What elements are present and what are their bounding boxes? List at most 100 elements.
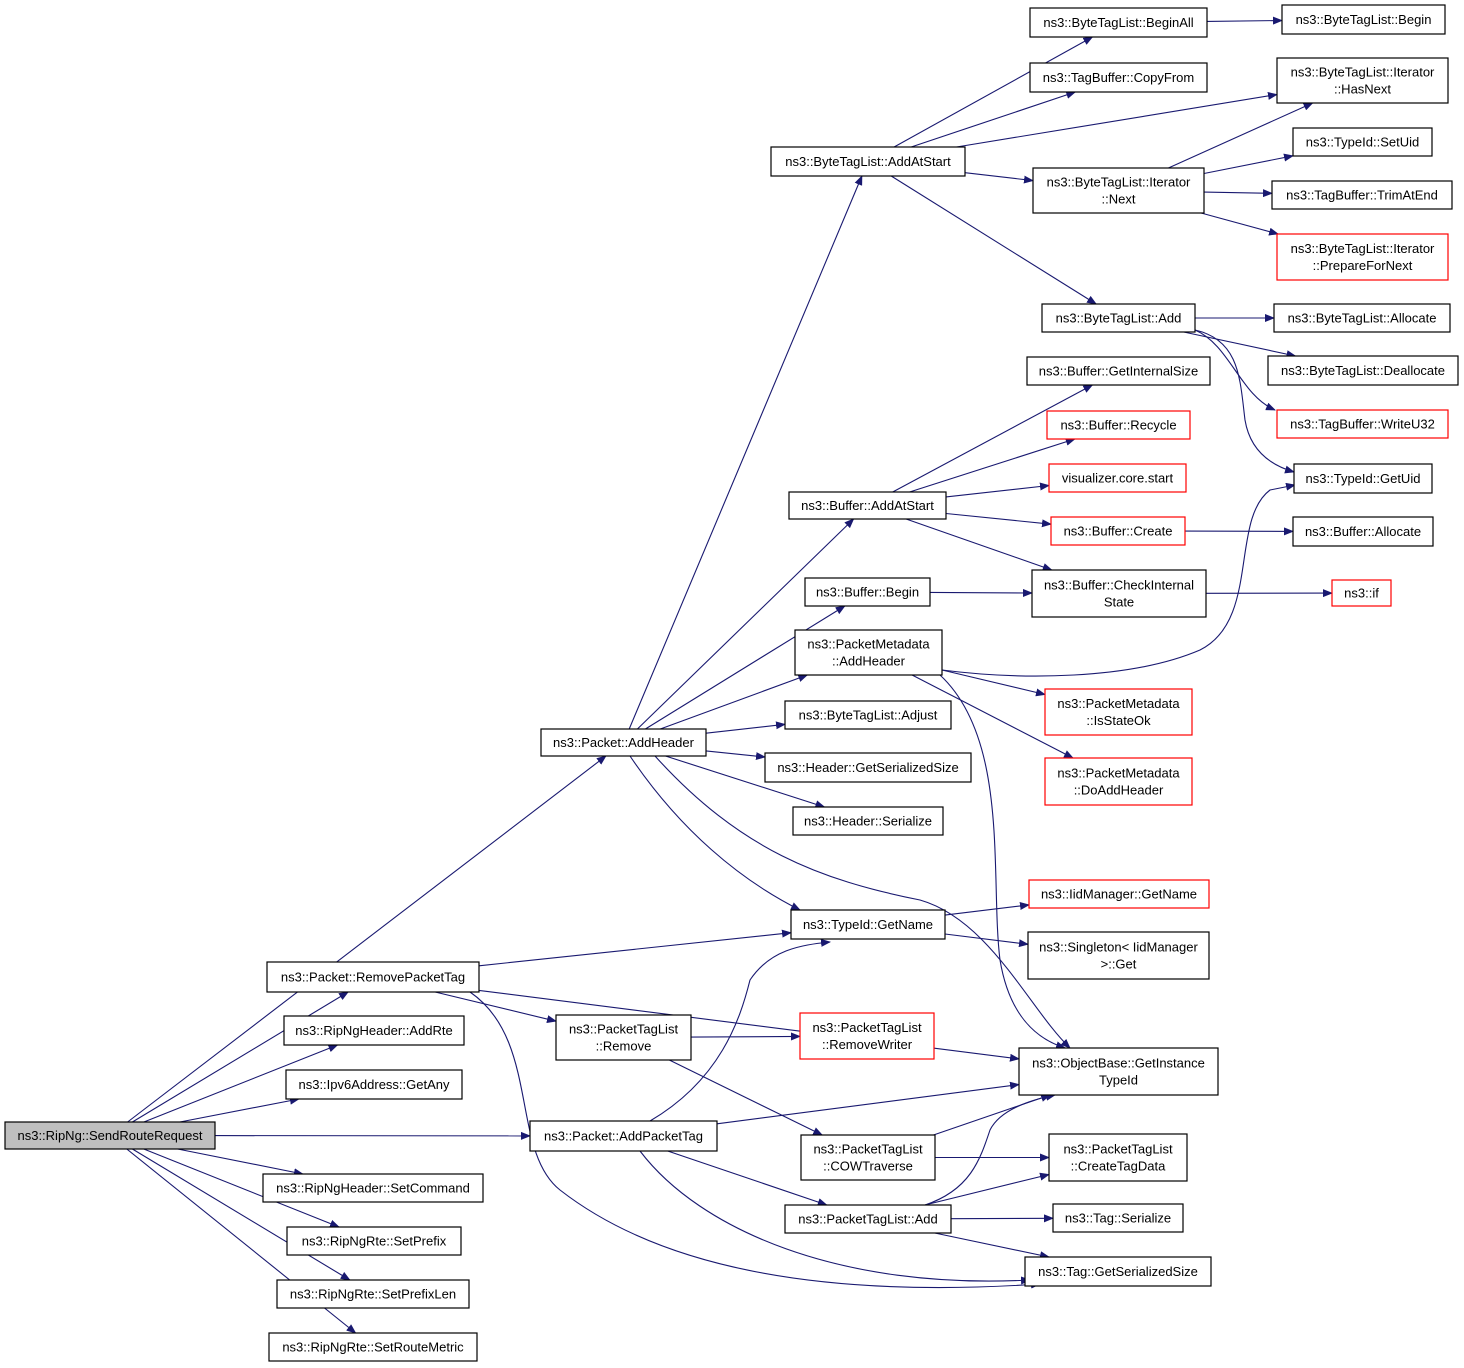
- node-buf-getinternalsize[interactable]: ns3::Buffer::GetInternalSize: [1026, 356, 1211, 386]
- node-tag-getserializedsize[interactable]: ns3::Tag::GetSerializedSize: [1024, 1256, 1212, 1287]
- call-edge: [669, 1059, 824, 1136]
- node-buf-allocate[interactable]: ns3::Buffer::Allocate: [1292, 516, 1434, 547]
- call-edge: [1200, 212, 1280, 236]
- node-box: [266, 961, 480, 993]
- node-typeid-setuid[interactable]: ns3::TypeId::SetUid: [1292, 127, 1433, 157]
- node-ptl-remove[interactable]: ns3::PacketTagList::Remove: [555, 1014, 692, 1061]
- node-box: [764, 752, 972, 783]
- call-edge: [1194, 329, 1295, 474]
- node-box: [1041, 303, 1196, 333]
- call-edge: [645, 605, 846, 730]
- node-ripngheader-setcommand[interactable]: ns3::RipNgHeader::SetCommand: [262, 1173, 484, 1203]
- node-ripngheader-addrte[interactable]: ns3::RipNgHeader::AddRte: [283, 1015, 465, 1046]
- node-tagbuf-writeu32[interactable]: ns3::TagBuffer::WriteU32: [1276, 409, 1449, 439]
- node-ripngrte-setroutemetric[interactable]: ns3::RipNgRte::SetRouteMetric: [268, 1332, 478, 1362]
- node-box: [276, 1279, 470, 1309]
- node-tagbuf-trimatend[interactable]: ns3::TagBuffer::TrimAtEnd: [1271, 180, 1453, 210]
- node-ipv6-getany[interactable]: ns3::Ipv6Address::GetAny: [285, 1069, 463, 1100]
- node-hdr-serialize[interactable]: ns3::Header::Serialize: [792, 806, 944, 836]
- node-box: [286, 1226, 462, 1256]
- node-iidmgr-getname[interactable]: ns3::IidManager::GetName: [1028, 879, 1210, 909]
- node-box: [1044, 757, 1193, 806]
- edge-typeid_getname-to-iidmgr_getname: [944, 902, 1030, 916]
- node-pkt-addheader[interactable]: ns3::Packet::AddHeader: [540, 728, 707, 757]
- node-box: [804, 577, 931, 607]
- node-hdr-getserializedsize[interactable]: ns3::Header::GetSerializedSize: [764, 752, 972, 783]
- node-box: [1331, 579, 1392, 607]
- node-btl-deallocate[interactable]: ns3::ByteTagList::Deallocate: [1267, 355, 1459, 386]
- node-pm-isstateok[interactable]: ns3::PacketMetadata::IsStateOk: [1044, 688, 1193, 736]
- edge-btl_it_next-to-btl_it_preparefornext: [1200, 212, 1280, 236]
- edge-buf_addatstart-to-buf_getinternalsize: [892, 384, 1094, 493]
- node-btl-it-next[interactable]: ns3::ByteTagList::Iterator::Next: [1032, 167, 1205, 214]
- node-box: [555, 1014, 692, 1061]
- node-label: TypeId: [1099, 1073, 1138, 1088]
- node-pkt-addpackettag[interactable]: ns3::Packet::AddPacketTag: [529, 1120, 718, 1152]
- node-ptl-createtagdata[interactable]: ns3::PacketTagList::CreateTagData: [1048, 1133, 1188, 1182]
- node-ptl-add[interactable]: ns3::PacketTagList::Add: [784, 1204, 952, 1234]
- node-box: [1276, 57, 1449, 104]
- edge-buf_addatstart-to-buf_checkinternalstate: [905, 518, 1053, 571]
- node-box: [283, 1015, 465, 1046]
- node-buf-addatstart[interactable]: ns3::Buffer::AddAtStart: [788, 491, 947, 520]
- node-label: ns3::Buffer::GetInternalSize: [1039, 364, 1198, 379]
- node-pm-doaddheader[interactable]: ns3::PacketMetadata::DoAddHeader: [1044, 757, 1193, 806]
- node-label: ns3::Buffer::Begin: [816, 585, 919, 600]
- node-box: [1050, 516, 1186, 546]
- edge-root-to-ipv6_getany: [179, 1096, 300, 1123]
- node-btl-add[interactable]: ns3::ByteTagList::Add: [1041, 303, 1196, 333]
- call-edge: [890, 175, 1097, 305]
- node-btl-it-preparefornext[interactable]: ns3::ByteTagList::Iterator::PrepareForNe…: [1276, 233, 1449, 281]
- node-typeid-getname[interactable]: ns3::TypeId::GetName: [790, 909, 946, 940]
- node-label: ns3::Buffer::Allocate: [1305, 524, 1421, 539]
- node-singleton-get[interactable]: ns3::Singleton< IidManager>::Get: [1027, 931, 1210, 980]
- node-ptl-cowtraverse[interactable]: ns3::PacketTagList::COWTraverse: [800, 1134, 936, 1181]
- edge-btl_add-to-btl_deallocate: [1183, 331, 1297, 359]
- call-edge: [127, 755, 607, 1123]
- edge-btl_beginall-to-btl_begin: [1206, 16, 1283, 25]
- node-ns3-if[interactable]: ns3::if: [1331, 579, 1392, 607]
- node-buf-begin[interactable]: ns3::Buffer::Begin: [804, 577, 931, 607]
- node-buf-create[interactable]: ns3::Buffer::Create: [1050, 516, 1186, 546]
- node-vis-core-start[interactable]: visualizer.core.start: [1048, 463, 1187, 493]
- edge-buf_addatstart-to-vis_core_start: [945, 482, 1050, 498]
- node-label: ns3::Header::GetSerializedSize: [777, 760, 958, 775]
- node-btl-begin[interactable]: ns3::ByteTagList::Begin: [1281, 4, 1446, 35]
- node-label: ns3::ByteTagList::Adjust: [799, 708, 938, 723]
- edge-btl_add-to-typeid_getuid: [1194, 329, 1295, 474]
- edge-pkt_addheader-to-buf_addatstart: [637, 518, 855, 730]
- node-label: ns3::TypeId::GetUid: [1306, 471, 1421, 486]
- node-tagbuf-copyfrom[interactable]: ns3::TagBuffer::CopyFrom: [1029, 62, 1208, 93]
- node-label: ns3::Packet::AddPacketTag: [544, 1129, 703, 1144]
- call-edge: [1203, 153, 1294, 175]
- call-edge: [143, 1044, 339, 1123]
- call-edge: [1203, 189, 1273, 198]
- node-ripngrte-setprefix[interactable]: ns3::RipNgRte::SetPrefix: [286, 1226, 462, 1256]
- call-edge: [629, 755, 801, 911]
- node-btl-beginall[interactable]: ns3::ByteTagList::BeginAll: [1029, 7, 1208, 38]
- node-pkt-removepackettag[interactable]: ns3::Packet::RemovePacketTag: [266, 961, 480, 993]
- node-btl-adjust[interactable]: ns3::ByteTagList::Adjust: [784, 700, 952, 730]
- node-btl-allocate[interactable]: ns3::ByteTagList::Allocate: [1273, 303, 1451, 333]
- node-btl-addatstart[interactable]: ns3::ByteTagList::AddAtStart: [770, 146, 966, 177]
- node-btl-it-hasnext[interactable]: ns3::ByteTagList::Iterator::HasNext: [1276, 57, 1449, 104]
- node-box: [1276, 409, 1449, 439]
- call-edge: [705, 750, 766, 761]
- node-buf-recycle[interactable]: ns3::Buffer::Recycle: [1046, 410, 1191, 440]
- node-label: ns3::TypeId::GetName: [803, 917, 933, 932]
- node-label: ::HasNext: [1334, 82, 1391, 97]
- edge-root-to-ripngheader_addrte: [143, 1044, 339, 1123]
- node-label: ns3::ByteTagList::BeginAll: [1043, 15, 1193, 30]
- call-edge: [909, 437, 1076, 493]
- node-box: [784, 1204, 952, 1234]
- call-edge: [660, 674, 809, 730]
- node-tag-serialize[interactable]: ns3::Tag::Serialize: [1052, 1203, 1184, 1233]
- node-label: ns3::IidManager::GetName: [1041, 887, 1197, 902]
- node-typeid-getuid[interactable]: ns3::TypeId::GetUid: [1293, 463, 1433, 494]
- node-ripngrte-setprefixlen[interactable]: ns3::RipNgRte::SetPrefixLen: [276, 1279, 470, 1309]
- node-box: [788, 491, 947, 520]
- node-pm-addheader[interactable]: ns3::PacketMetadata::AddHeader: [794, 629, 943, 676]
- node-ptl-removewriter[interactable]: ns3::PacketTagList::RemoveWriter: [799, 1012, 935, 1060]
